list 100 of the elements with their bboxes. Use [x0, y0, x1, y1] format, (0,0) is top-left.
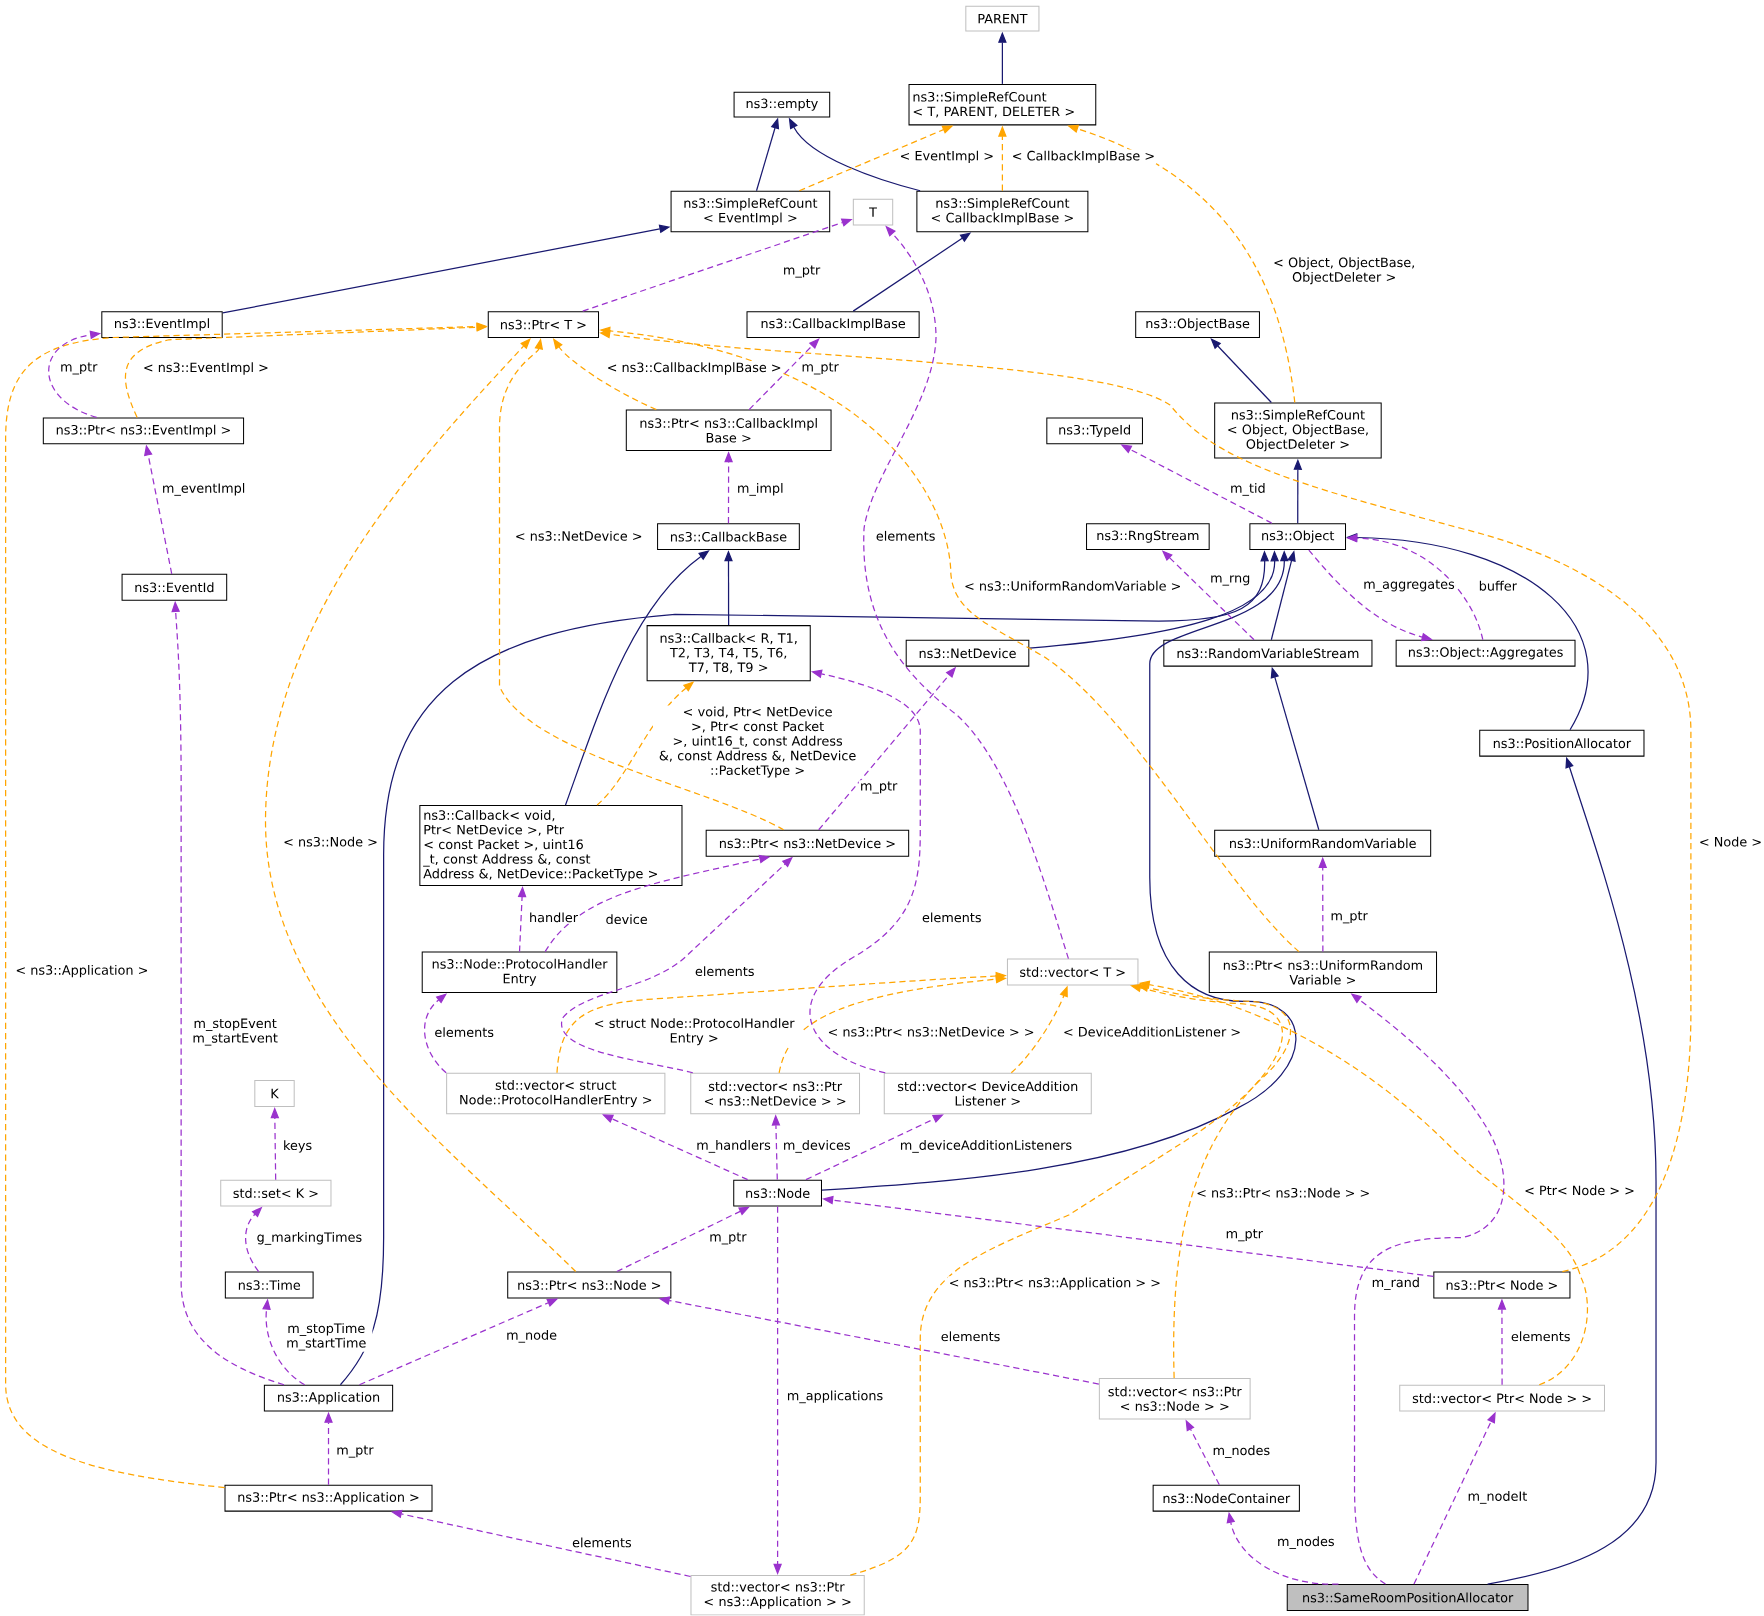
edge-label: m_devices — [781, 1139, 852, 1155]
class-box: ns3::Node::ProtocolHandler Entry — [421, 951, 618, 994]
class-box: ns3::Callback< void, Ptr< NetDevice >, Ptr < const Packet >, uint16 _t, const Address &, const Address &, NetDevice::PacketType > — [419, 805, 683, 887]
class-box: ns3::Object::Aggregates — [1395, 640, 1576, 667]
edge-label: elements — [1509, 1330, 1572, 1343]
edge-label: m_stopEvent m_startEvent — [186, 1017, 284, 1047]
class-box: ns3::Time — [224, 1271, 314, 1299]
edge-label: m_nodes — [1275, 1535, 1336, 1551]
edge-label: elements — [571, 1536, 633, 1549]
arrow — [1210, 338, 1272, 404]
class-box: ns3::Ptr< ns3::Application > — [224, 1485, 433, 1512]
edge-label: device — [604, 913, 649, 926]
edge-label: m_ptr — [708, 1231, 748, 1246]
dashed-arrow — [264, 338, 577, 1273]
edge-label: < ns3::Ptr< ns3::NetDevice > > — [826, 1025, 1036, 1038]
edge-label: < ns3::Ptr< ns3::Node > > — [1195, 1186, 1372, 1199]
class-box: ns3::Object — [1249, 523, 1347, 551]
class-box: ns3::RngStream — [1086, 523, 1210, 551]
edge-label: m_node — [505, 1329, 559, 1345]
edge-label: m_nodeIt — [1466, 1490, 1529, 1506]
class-box: ns3::EventImpl — [101, 311, 223, 339]
edge-label: m_stopTime m_startTime — [280, 1322, 373, 1352]
edge-label: m_ptr — [858, 780, 899, 795]
class-box: ns3::Ptr< ns3::UniformRandom Variable > — [1208, 951, 1438, 994]
class-box: ns3::SimpleRefCount < T, PARENT, DELETER > — [908, 84, 1097, 126]
class-box: std::vector< Ptr< Node > > — [1399, 1384, 1605, 1412]
class-box: ns3::SameRoomPositionAllocator — [1286, 1584, 1529, 1612]
class-box: ns3::Ptr< T > — [487, 311, 599, 339]
class-box: std::vector< ns3::Ptr < ns3::NetDevice > > — [690, 1073, 860, 1115]
edge-label: g_markingTimes — [255, 1231, 364, 1247]
dashed-arrow — [809, 669, 921, 1074]
edge-label: m_applications — [785, 1389, 885, 1405]
class-box: ns3::Ptr< ns3::EventImpl > — [42, 417, 245, 445]
edge-label: m_tid — [1228, 482, 1267, 498]
class-box: ns3::EventId — [121, 574, 228, 601]
edge-label: m_ptr — [58, 361, 99, 376]
class-box: ns3::Application — [263, 1384, 394, 1412]
class-box: std::vector< ns3::Ptr < ns3::Application > > — [690, 1575, 865, 1616]
class-box: ns3::Node — [733, 1179, 822, 1207]
edge-label: elements — [693, 965, 756, 978]
edge-label: m_ptr — [1224, 1228, 1265, 1243]
dashed-arrow — [849, 984, 1284, 1576]
class-box: ns3::RandomVariableStream — [1163, 640, 1373, 667]
class-box: std::vector< T > — [1006, 958, 1139, 986]
class-box: ns3::Ptr< ns3::NetDevice > — [705, 830, 910, 857]
class-box: ns3::NodeContainer — [1152, 1485, 1300, 1512]
class-box: ns3::SimpleRefCount < EventImpl > — [670, 191, 831, 233]
edge-label: m_rand — [1370, 1276, 1422, 1292]
edge-label: m_aggregates — [1362, 578, 1456, 594]
edge-label: < EventImpl > — [898, 149, 996, 165]
edge-label: buffer — [1477, 579, 1519, 593]
edge-label: m_rng — [1208, 574, 1252, 587]
edge-label: m_eventImpl — [160, 482, 247, 498]
edge-label: m_deviceAdditionListeners — [898, 1139, 1074, 1155]
dashed-arrow — [616, 1206, 750, 1273]
class-box: std::set< K > — [220, 1179, 332, 1207]
edge-label: < struct Node::ProtocolHandler Entry > — [587, 1017, 801, 1047]
edge-label: < ns3::CallbackImplBase > — [605, 361, 783, 377]
class-box: ns3::UniformRandomVariable — [1214, 830, 1432, 857]
class-box: K — [254, 1080, 295, 1108]
class-box: ns3::CallbackImplBase — [746, 311, 920, 339]
edge-label: m_nodes — [1211, 1444, 1272, 1460]
edge-label: < ns3::Application > — [14, 964, 150, 979]
class-box: ns3::SimpleRefCount < CallbackImplBase > — [916, 191, 1089, 233]
edge-label: < ns3::EventImpl > — [141, 361, 270, 377]
edge-label: m_ptr — [1329, 910, 1369, 925]
class-box: ns3::Ptr< Node > — [1433, 1271, 1571, 1299]
class-box: T — [852, 198, 894, 226]
class-box: ns3::PositionAllocator — [1479, 730, 1645, 757]
edge-label: < Object, ObjectBase, ObjectDeleter > — [1267, 256, 1421, 286]
class-box: ns3::Ptr< ns3::Node > — [507, 1271, 672, 1299]
class-box: ns3::Ptr< ns3::CallbackImpl Base > — [625, 409, 832, 452]
edge-label: elements — [433, 1026, 496, 1039]
class-box: std::vector< struct Node::ProtocolHandlerEntry > — [446, 1073, 666, 1115]
class-box: ns3::TypeId — [1046, 417, 1143, 445]
class-box: ns3::SimpleRefCount < Object, ObjectBase, ObjectDeleter > — [1214, 402, 1382, 459]
edge-label: < ns3::NetDevice > — [513, 530, 644, 543]
edge-label: handler — [527, 911, 580, 924]
edge-label: < ns3::Ptr< ns3::Application > > — [947, 1276, 1163, 1292]
edge-label: elements — [939, 1330, 1002, 1343]
class-box: ns3::empty — [733, 92, 831, 118]
class-box: std::vector< DeviceAddition Listener > — [883, 1073, 1092, 1115]
edge-label: < CallbackImplBase > — [1010, 149, 1157, 165]
class-box: ns3::ObjectBase — [1135, 311, 1260, 339]
edge-label: < Node > — [1697, 835, 1764, 848]
edge-label: < ns3::UniformRandomVariable > — [962, 579, 1183, 593]
edge-label: m_impl — [735, 482, 785, 498]
edge-label: elements — [920, 911, 983, 924]
edge-label: < DeviceAdditionListener > — [1061, 1025, 1243, 1038]
dashed-arrow — [748, 338, 820, 411]
class-box: std::vector< ns3::Ptr < ns3::Node > > — [1098, 1378, 1251, 1420]
edge-label: < Ptr< Node > > — [1523, 1184, 1637, 1197]
edge-label: m_ptr — [335, 1444, 375, 1459]
class-box: PARENT — [965, 6, 1040, 32]
edge-label: m_handlers — [695, 1139, 772, 1155]
edge-label: < ns3::Node > — [282, 835, 379, 848]
edge-label: m_ptr — [781, 264, 822, 279]
class-box: ns3::CallbackBase — [657, 523, 800, 551]
class-box: ns3::Callback< R, T1, T2, T3, T4, T5, T6, T7, T8, T9 > — [646, 625, 811, 682]
edge-label: m_ptr — [800, 361, 840, 376]
